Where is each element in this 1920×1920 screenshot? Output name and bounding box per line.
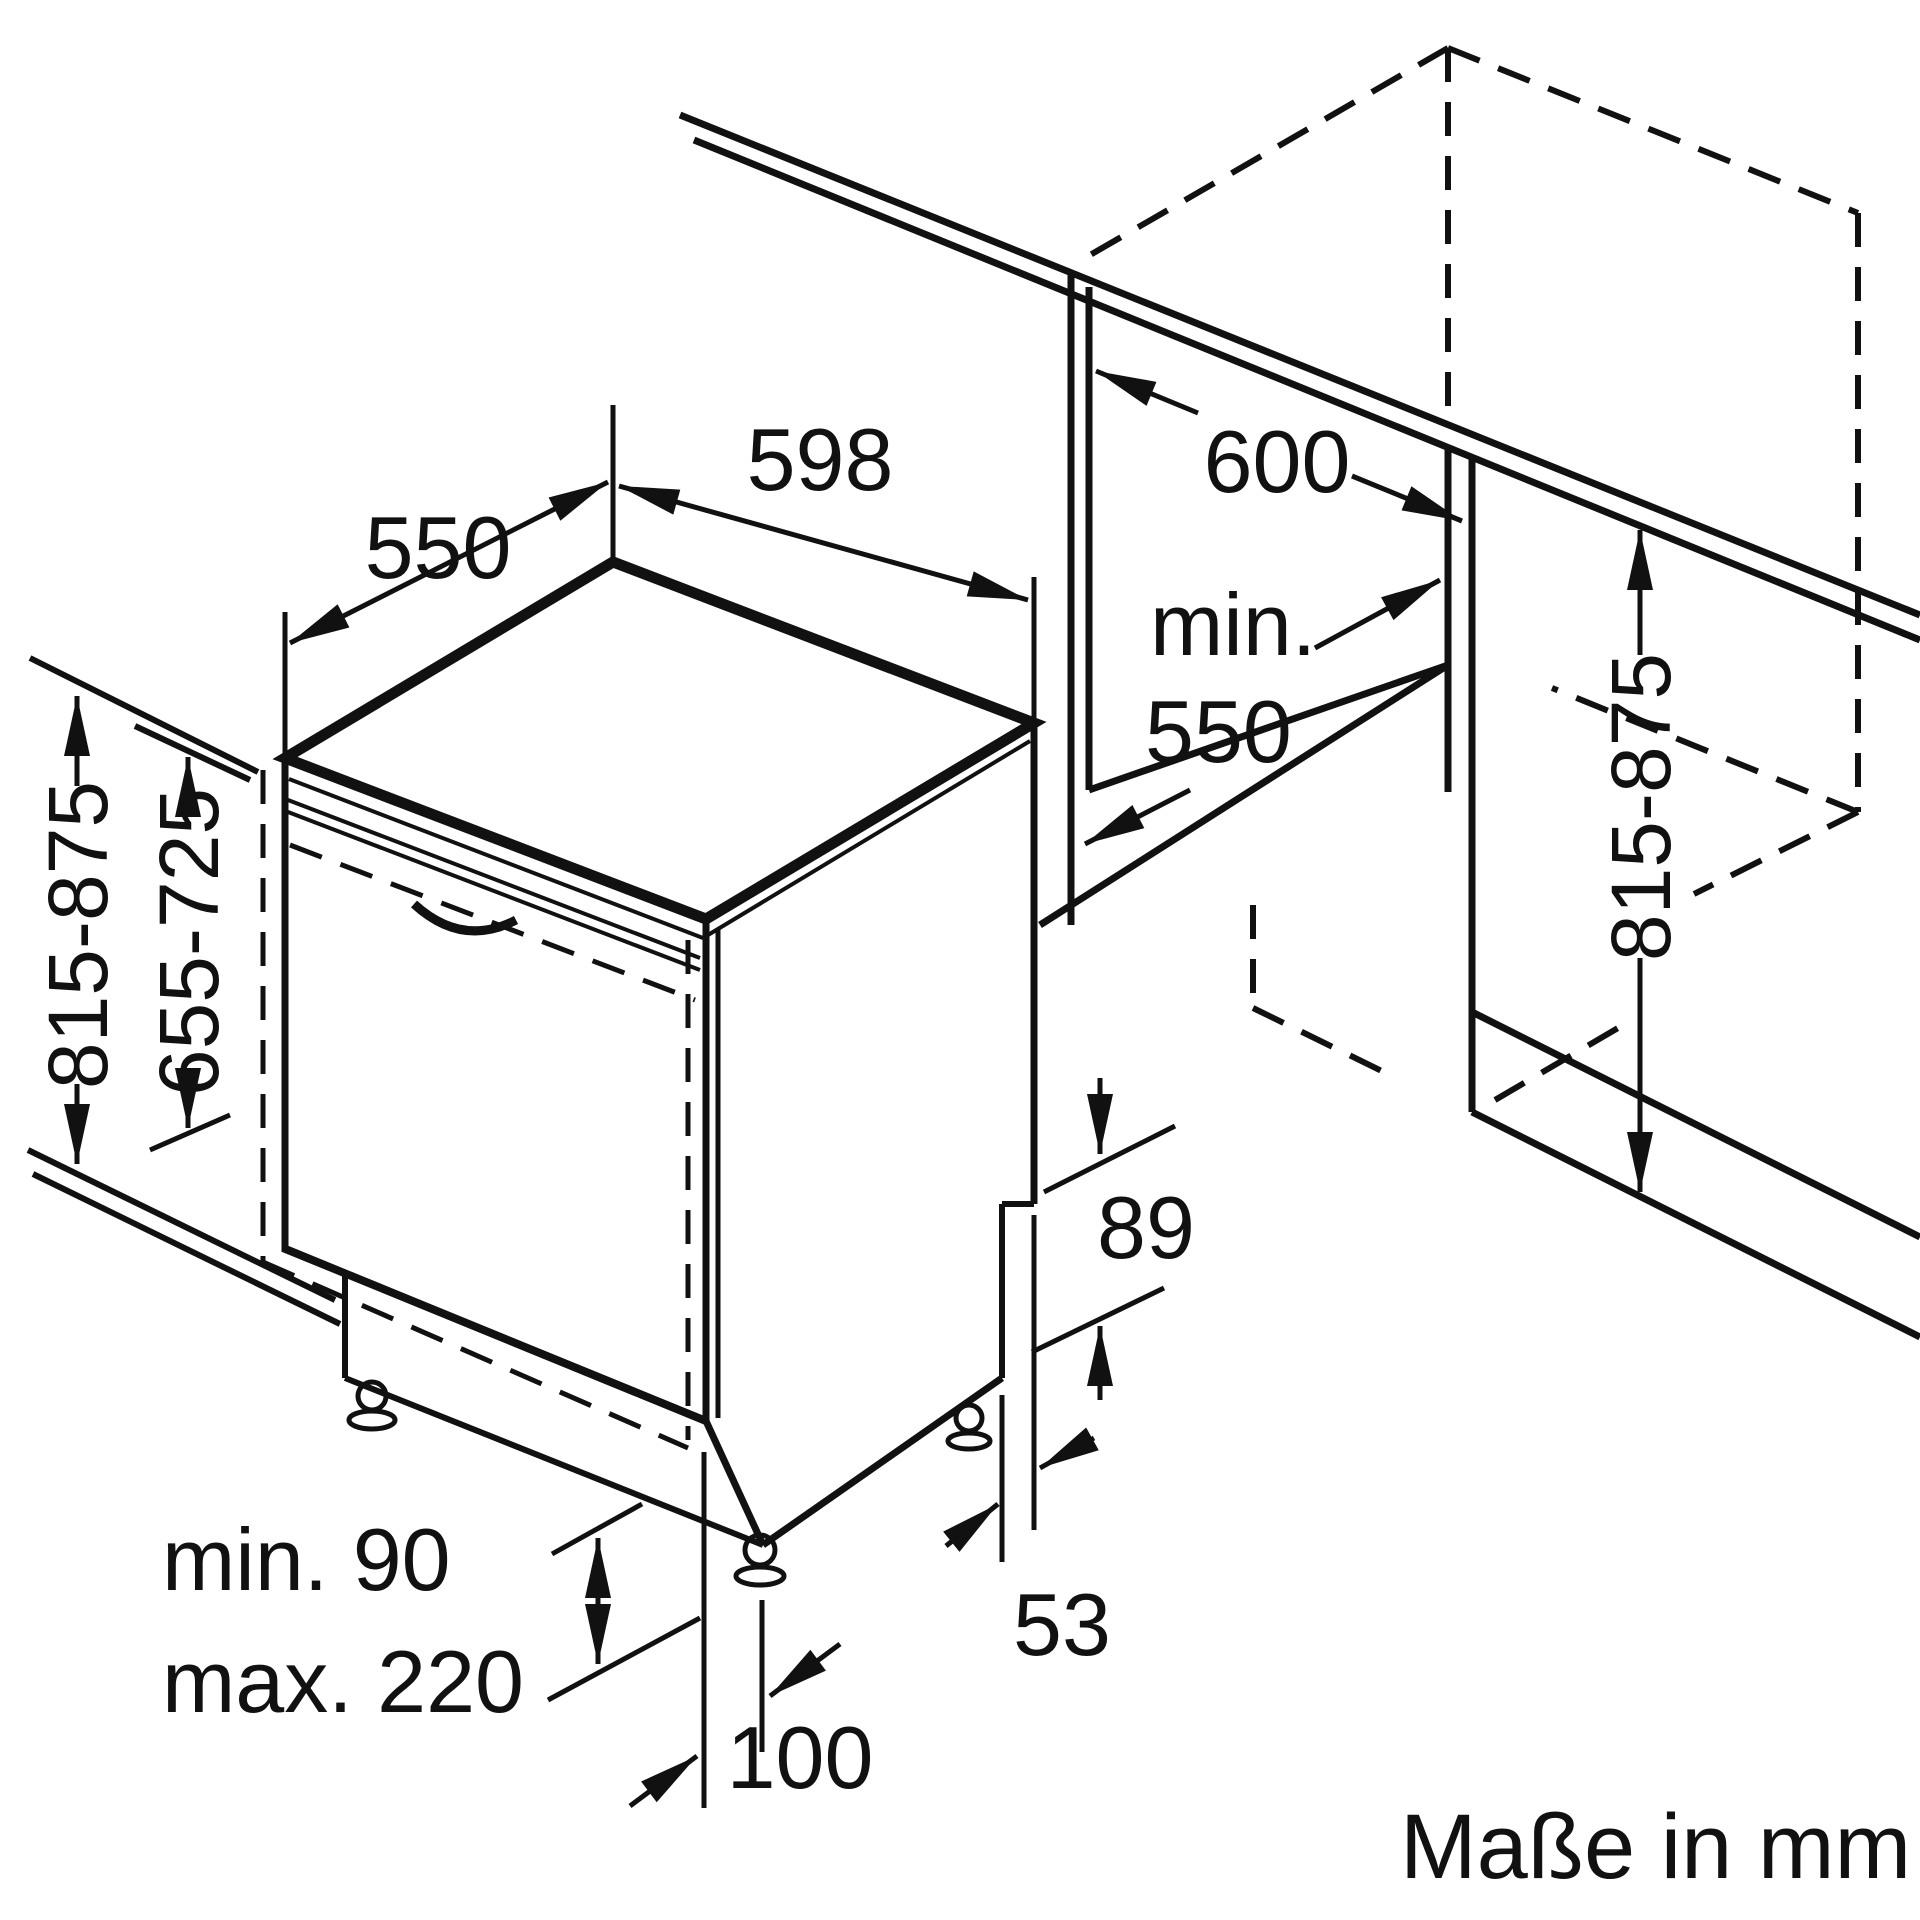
foot-icon [945, 1402, 993, 1452]
niche-hidden-edge [1493, 1025, 1620, 1103]
door-bottom-edge [281, 1244, 708, 1425]
reference-stroke [1030, 1285, 1166, 1355]
dim-line [1313, 577, 1442, 651]
left-reference-lines [26, 655, 342, 1327]
appliance-feet [346, 1379, 993, 1588]
appliance-drawing: 550 598 815-875 655-725 89 [26, 405, 1195, 1809]
appliance-top-face [272, 555, 1047, 940]
dim-line [1083, 787, 1192, 847]
furniture-door-top-dashed [289, 842, 696, 1003]
niche-hidden-edge [1550, 685, 1860, 815]
foot-base [346, 1408, 398, 1432]
floor-reference [26, 1147, 337, 1303]
foot-icon [346, 1379, 398, 1432]
dim-line [288, 479, 610, 646]
plinth-min-label: min. 90 [162, 1510, 451, 1609]
dimension-door-height: 655-725 [142, 757, 236, 1128]
niche-hidden-edge [1446, 45, 1860, 216]
foot-stem [953, 1402, 985, 1434]
door-bottom-reference [148, 1112, 232, 1153]
door-height-label: 655-725 [142, 788, 236, 1096]
niche-floor-edge [1038, 662, 1450, 928]
dim-line [768, 1641, 842, 1699]
wall-bottom-edge [1087, 661, 1450, 794]
foot-base [945, 1430, 993, 1452]
worktop-bottom-edge [692, 136, 1920, 644]
units-caption: Maße in mm [1400, 1796, 1911, 1898]
worktop [678, 111, 1920, 644]
niche-depth-min-label-1: min. [1150, 575, 1316, 674]
dim-line [628, 1753, 699, 1809]
niche-drawing: 600 min. 550 815-875 [678, 45, 1920, 1341]
furniture-door-bottom-dashed [261, 1259, 690, 1451]
dim-line [943, 1502, 1000, 1552]
niche-hidden-edge [1251, 1005, 1394, 1079]
dimension-appliance-height: 815-875 [31, 696, 125, 1164]
foot-icon [733, 1532, 787, 1588]
dimension-worktop-depth: 600 [1095, 368, 1463, 524]
niche-depth-min-label-2: 550 [1145, 682, 1292, 781]
top-depth-label: 550 [365, 498, 512, 597]
top-face-outline [272, 555, 1047, 926]
dimension-niche-height: 815-875 [1594, 530, 1688, 1192]
floor-reference-2 [31, 1171, 342, 1327]
top-width-label: 598 [747, 410, 894, 509]
reference-stroke [1042, 1123, 1177, 1195]
dimension-plinth-depth: 100 [628, 1452, 874, 1809]
right-cabinet [1468, 455, 1920, 1341]
rear-clearance-depth-label: 53 [1013, 1575, 1111, 1674]
appliance-door [260, 758, 721, 1451]
dim-line [1038, 1427, 1099, 1471]
base-bottom-edge [343, 1375, 765, 1548]
appliance-base [342, 1273, 765, 1548]
appliance-height-label: 815-875 [31, 781, 125, 1089]
niche-height-label: 815-875 [1594, 653, 1688, 961]
dimension-rear-clearance-depth: 53 [943, 1215, 1111, 1674]
top-face-thickness [701, 739, 1032, 940]
dim-line [618, 483, 1029, 603]
worktop-level-reference [28, 655, 260, 775]
niche-hidden-edge [1076, 45, 1450, 265]
niche-dashed-volume [1076, 45, 1861, 1103]
door-top-reference [133, 723, 252, 783]
worktop-depth-label: 600 [1204, 412, 1351, 511]
plinth-max-label: max. 220 [162, 1632, 524, 1731]
rear-clearance-height-label: 89 [1097, 1178, 1195, 1277]
dimension-plinth-height-range: min. 90 max. 220 [162, 1501, 702, 1731]
door-handle-recess [410, 900, 519, 936]
door-top-edge [287, 798, 701, 960]
plinth-depth-label: 100 [727, 1708, 874, 1807]
foot-base [733, 1564, 787, 1588]
reference-stroke [546, 1615, 702, 1703]
appliance-side-panel [702, 723, 1038, 1548]
base-front-corner-edge [702, 1419, 767, 1547]
cabinet-plinth-top [1470, 1008, 1920, 1241]
dim-line [1095, 368, 1199, 416]
dimension-top-width: 598 [618, 410, 1037, 719]
dim-line [1351, 473, 1463, 524]
dimension-niche-depth-min: min. 550 [1083, 575, 1442, 847]
door-top-edge [287, 810, 701, 972]
reference-stroke [550, 1501, 644, 1557]
dimension-top-depth: 550 [282, 405, 616, 754]
niche-hidden-edge [1692, 809, 1860, 897]
worktop-front-edge [678, 111, 1920, 619]
dimension-rear-clearance-height: 89 [1030, 1078, 1195, 1400]
cabinet-plinth-bottom [1470, 1108, 1920, 1341]
top-face-thickness [288, 777, 704, 940]
